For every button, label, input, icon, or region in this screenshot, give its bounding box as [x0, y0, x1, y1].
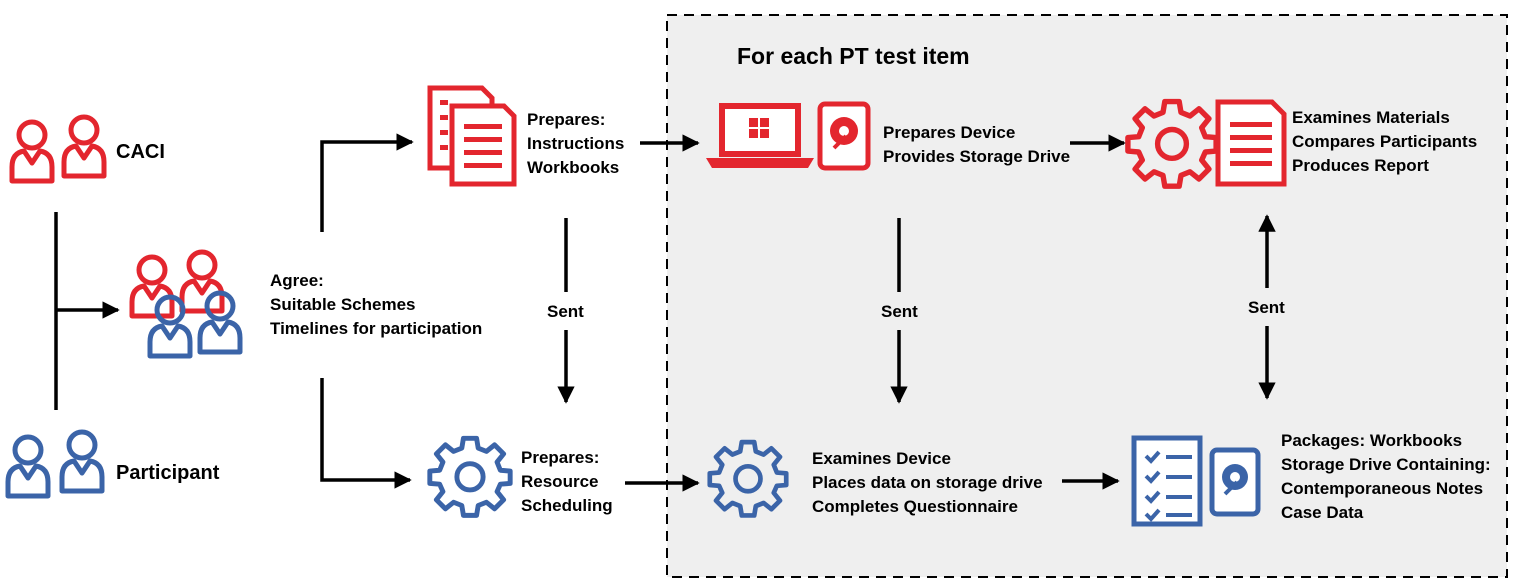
agree-line: Timelines for participation	[270, 319, 483, 338]
blue-hard-drive-icon	[1209, 447, 1261, 517]
caci-prepares-line: Prepares:	[527, 110, 606, 129]
packages-line: Storage Drive Containing:	[1281, 455, 1491, 474]
combined-people-icon	[132, 252, 240, 356]
participant-label: Participant	[116, 462, 220, 484]
participant-prepares-line: Prepares:	[521, 448, 600, 467]
laptop-icon	[706, 103, 814, 168]
examines-device-line: Examines Device	[812, 449, 951, 468]
examines-materials-line: Examines Materials	[1292, 108, 1450, 127]
sent-label: Sent	[1248, 298, 1285, 317]
device-prepares-text: Prepares Device Provides Storage Drive	[883, 121, 1070, 169]
hard-drive-icon	[817, 101, 871, 171]
sent-label: Sent	[547, 302, 584, 321]
participant-prepares-text: Prepares: Resource Scheduling	[521, 446, 613, 518]
agree-text: Agree: Suitable Schemes Timelines for pa…	[270, 269, 482, 341]
agree-line: Agree:	[270, 271, 324, 290]
caci-label: CACI	[116, 141, 165, 163]
caci-prepares-line: Instructions	[527, 134, 625, 153]
examines-device-line: Completes Questionnaire	[812, 497, 1018, 516]
caci-prepares-line: Workbooks	[527, 158, 620, 177]
packages-line: Packages: Workbooks	[1281, 431, 1463, 450]
pt-item-section	[666, 14, 1508, 578]
examines-materials-line: Produces Report	[1292, 156, 1429, 175]
caci-people-icon	[12, 117, 104, 181]
checklist-icon	[1131, 435, 1203, 527]
participant-prepares-line: Resource	[521, 472, 599, 491]
packages-line: Case Data	[1281, 503, 1364, 522]
examines-device-text: Examines Device Places data on storage d…	[812, 447, 1043, 519]
report-document-icon	[1215, 99, 1287, 187]
participant-gear-icon	[430, 438, 510, 515]
section-title: For each PT test item	[737, 43, 970, 69]
device-prepares-line: Prepares Device	[883, 123, 1016, 142]
sent-label: Sent	[881, 302, 918, 321]
agree-line: Suitable Schemes	[270, 295, 416, 314]
device-prepares-line: Provides Storage Drive	[883, 147, 1071, 166]
caci-prepares-text: Prepares: Instructions Workbooks	[527, 108, 624, 180]
documents-icon	[427, 85, 517, 187]
participant-people-icon	[8, 432, 102, 496]
examines-device-line: Places data on storage drive	[812, 473, 1043, 492]
participant-prepares-line: Scheduling	[521, 496, 613, 515]
examines-materials-text: Examines Materials Compares Participants…	[1292, 106, 1477, 178]
connectors	[54, 133, 1276, 492]
packages-text: Packages: Workbooks Storage Drive Contai…	[1281, 429, 1491, 525]
examines-materials-line: Compares Participants	[1292, 132, 1478, 151]
packages-line: Contemporaneous Notes	[1281, 479, 1484, 498]
